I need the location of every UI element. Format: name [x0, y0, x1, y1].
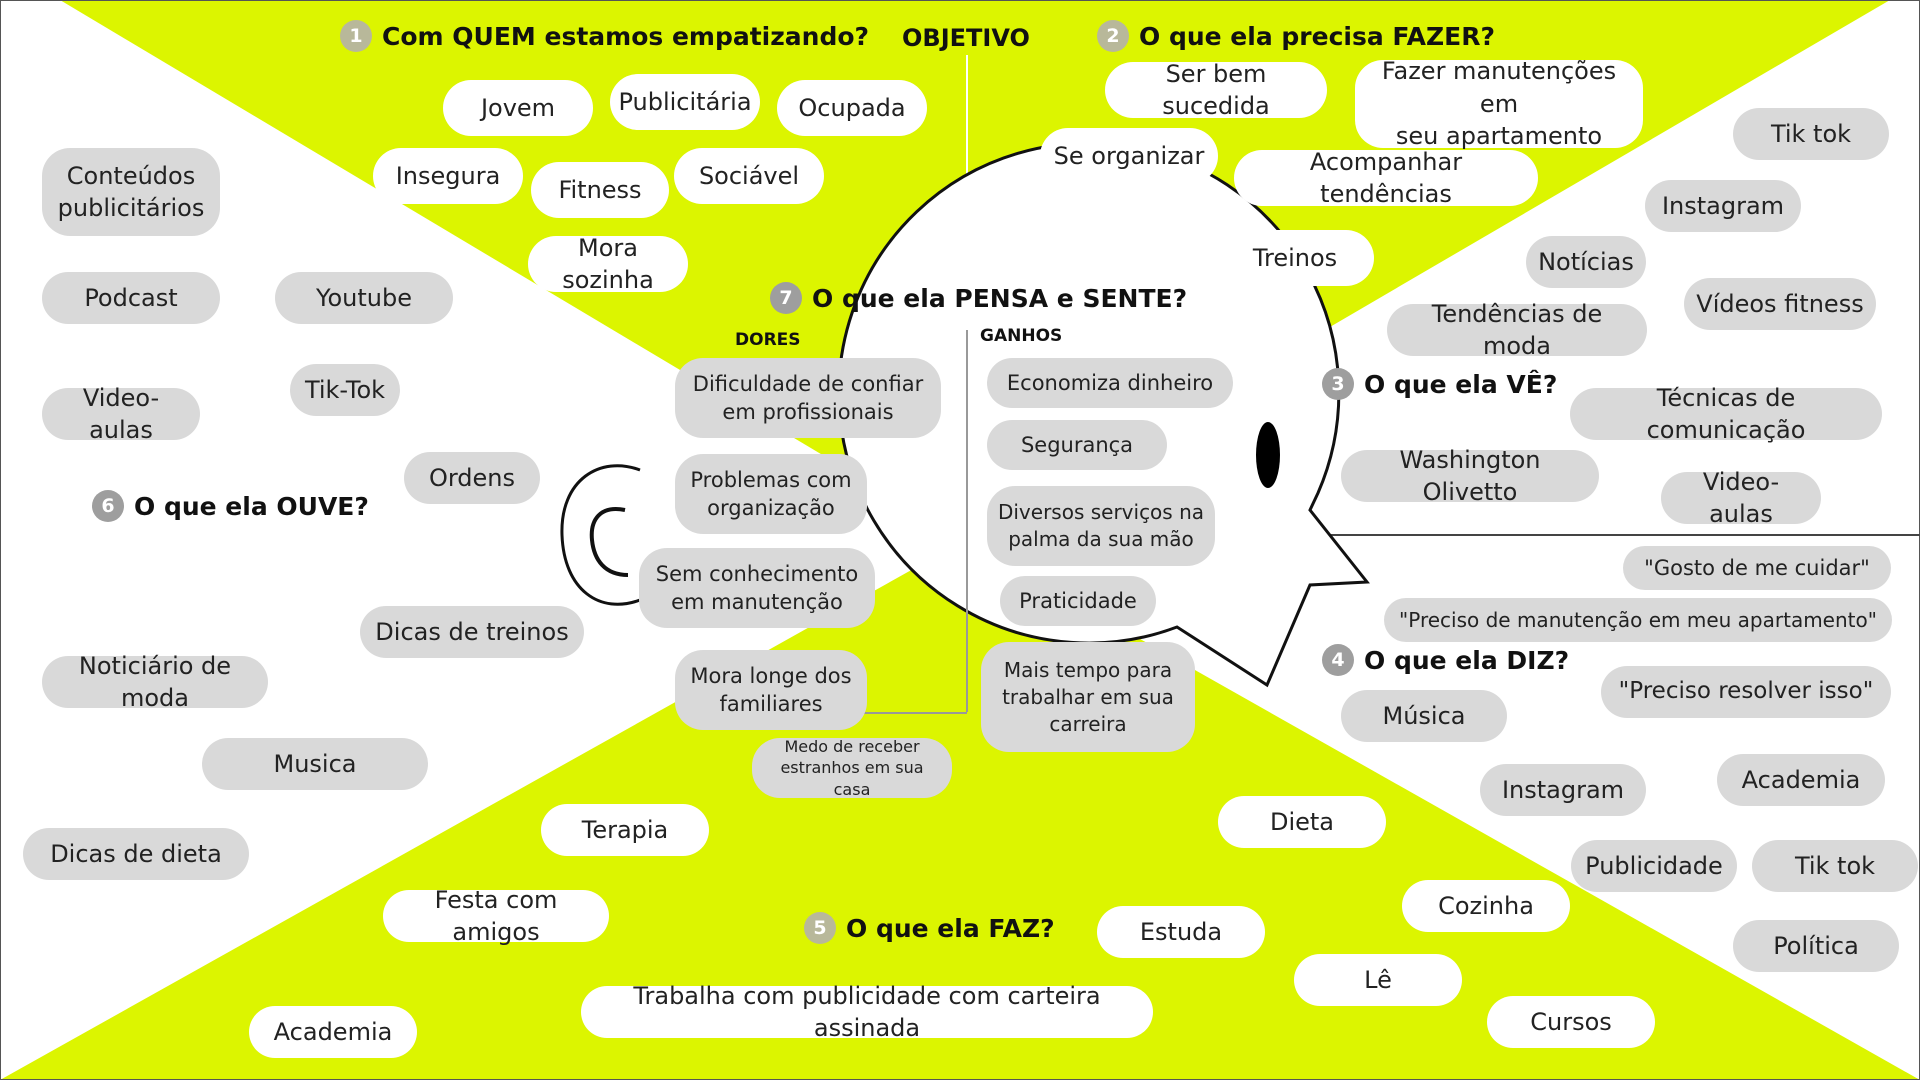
title-pensa: O que ela PENSA e SENTE?	[812, 283, 1188, 313]
faz-item: Lê	[1294, 954, 1462, 1006]
ve-item: Washington Olivetto	[1341, 446, 1599, 506]
quem-item: Fitness	[531, 162, 669, 218]
dores-item: Sem conhecimento em manutenção	[639, 548, 875, 628]
number-badge-5: 5	[804, 912, 836, 944]
faz-item: Festa com amigos	[383, 886, 609, 946]
fazer-item: Treinos	[1216, 230, 1374, 286]
fazer-item: Se organizar	[1040, 128, 1218, 184]
dores-item: Medo de receber estranhos em sua casa	[752, 737, 952, 799]
ve-item: Instagram	[1645, 180, 1801, 232]
ear-inner	[589, 507, 629, 577]
title-diz: O que ela DIZ?	[1364, 645, 1570, 675]
title-fazer: O que ela precisa FAZER?	[1139, 21, 1495, 51]
ganhos-item: Segurança	[987, 420, 1167, 470]
faz-item: Dieta	[1218, 796, 1386, 848]
ganhos-item: Diversos serviços na palma da sua mão	[987, 486, 1215, 566]
ve-item: Técnicas de comunicação	[1570, 384, 1882, 444]
title-ouve: O que ela OUVE?	[134, 491, 369, 521]
number-badge-1: 1	[340, 20, 372, 52]
dores-item: Mora longe dos familiares	[675, 650, 867, 730]
ouve-item: Video-aulas	[42, 384, 200, 444]
label-faz: 5 O que ela FAZ?	[804, 912, 1055, 944]
diz-item: "Preciso resolver isso"	[1601, 666, 1891, 718]
ouve-item: Ordens	[404, 452, 540, 504]
ouve-item: Dicas de treinos	[360, 606, 584, 658]
ve-item: Notícias	[1526, 236, 1646, 288]
ganhos-item: Mais tempo para trabalhar em sua carreir…	[981, 642, 1195, 752]
title-ve: O que ela VÊ?	[1364, 369, 1558, 399]
faz-item: Academia	[249, 1006, 417, 1058]
quem-item: Jovem	[443, 80, 593, 136]
quem-item: Publicitária	[610, 74, 760, 130]
faz-item: Estuda	[1097, 906, 1265, 958]
eye-icon	[1256, 422, 1280, 488]
fazer-item: Acompanhar tendências	[1234, 148, 1538, 208]
diz-item: Academia	[1717, 754, 1885, 806]
diz-item: Política	[1733, 920, 1899, 972]
diz-item: "Preciso de manutenção em meu apartament…	[1384, 598, 1892, 642]
number-badge-7: 7	[770, 282, 802, 314]
ouve-item: Dicas de dieta	[23, 828, 249, 880]
label-pensa: 7 O que ela PENSA e SENTE?	[770, 282, 1187, 314]
label-ve: 3 O que ela VÊ?	[1322, 368, 1557, 400]
number-badge-2: 2	[1097, 20, 1129, 52]
diz-item: Instagram	[1480, 764, 1646, 816]
faz-item: Cursos	[1487, 996, 1655, 1048]
ve-item: Vídeos fitness	[1684, 278, 1876, 330]
ganhos-label: GANHOS	[980, 326, 1063, 346]
ouve-item: Tik-Tok	[290, 364, 400, 416]
number-badge-6: 6	[92, 490, 124, 522]
label-objetivo: OBJETIVO	[902, 24, 1030, 52]
ve-item: Video-aulas	[1661, 468, 1821, 528]
ouve-item: Youtube	[275, 272, 453, 324]
number-badge-3: 3	[1322, 368, 1354, 400]
diz-item: Publicidade	[1571, 840, 1737, 892]
faz-item: Trabalha com publicidade com carteira as…	[581, 982, 1153, 1042]
label-quem: 1 Com QUEM estamos empatizando?	[340, 20, 869, 52]
faz-item: Cozinha	[1402, 880, 1570, 932]
title-objetivo: OBJETIVO	[902, 24, 1030, 52]
fazer-item: Fazer manutenções em seu apartamento	[1355, 57, 1643, 150]
dores-label: DORES	[735, 330, 801, 350]
dores-item: Dificuldade de confiar em profissionais	[675, 358, 941, 438]
ve-item: Tendências de moda	[1387, 300, 1647, 360]
fazer-item: Ser bem sucedida	[1105, 60, 1327, 120]
ouve-item: Musica	[202, 738, 428, 790]
ganhos-item: Economiza dinheiro	[987, 358, 1233, 408]
ouve-item: Podcast	[42, 272, 220, 324]
bottom-quadrant	[0, 540, 1920, 1080]
diz-item: Tik tok	[1752, 840, 1918, 892]
ouve-item: Conteúdos publicitários	[42, 148, 220, 236]
number-badge-4: 4	[1322, 644, 1354, 676]
dores-item: Problemas com organização	[675, 454, 867, 534]
ouve-item: Noticiário de moda	[42, 652, 268, 712]
label-ouve: 6 O que ela OUVE?	[92, 490, 369, 522]
label-diz: 4 O que ela DIZ?	[1322, 644, 1569, 676]
ear-outline	[560, 464, 641, 606]
quem-item: Ocupada	[777, 80, 927, 136]
title-faz: O que ela FAZ?	[846, 913, 1055, 943]
quem-item: Insegura	[373, 148, 523, 204]
faz-item: Terapia	[541, 804, 709, 856]
quem-item: Mora sozinha	[528, 234, 688, 294]
ve-item: Tik tok	[1733, 108, 1889, 160]
quem-item: Sociável	[674, 148, 824, 204]
diz-item: "Gosto de me cuidar"	[1623, 546, 1891, 590]
diz-item: Música	[1341, 690, 1507, 742]
title-quem: Com QUEM estamos empatizando?	[382, 21, 870, 51]
ganhos-item: Praticidade	[1000, 576, 1156, 626]
label-fazer: 2 O que ela precisa FAZER?	[1097, 20, 1495, 52]
